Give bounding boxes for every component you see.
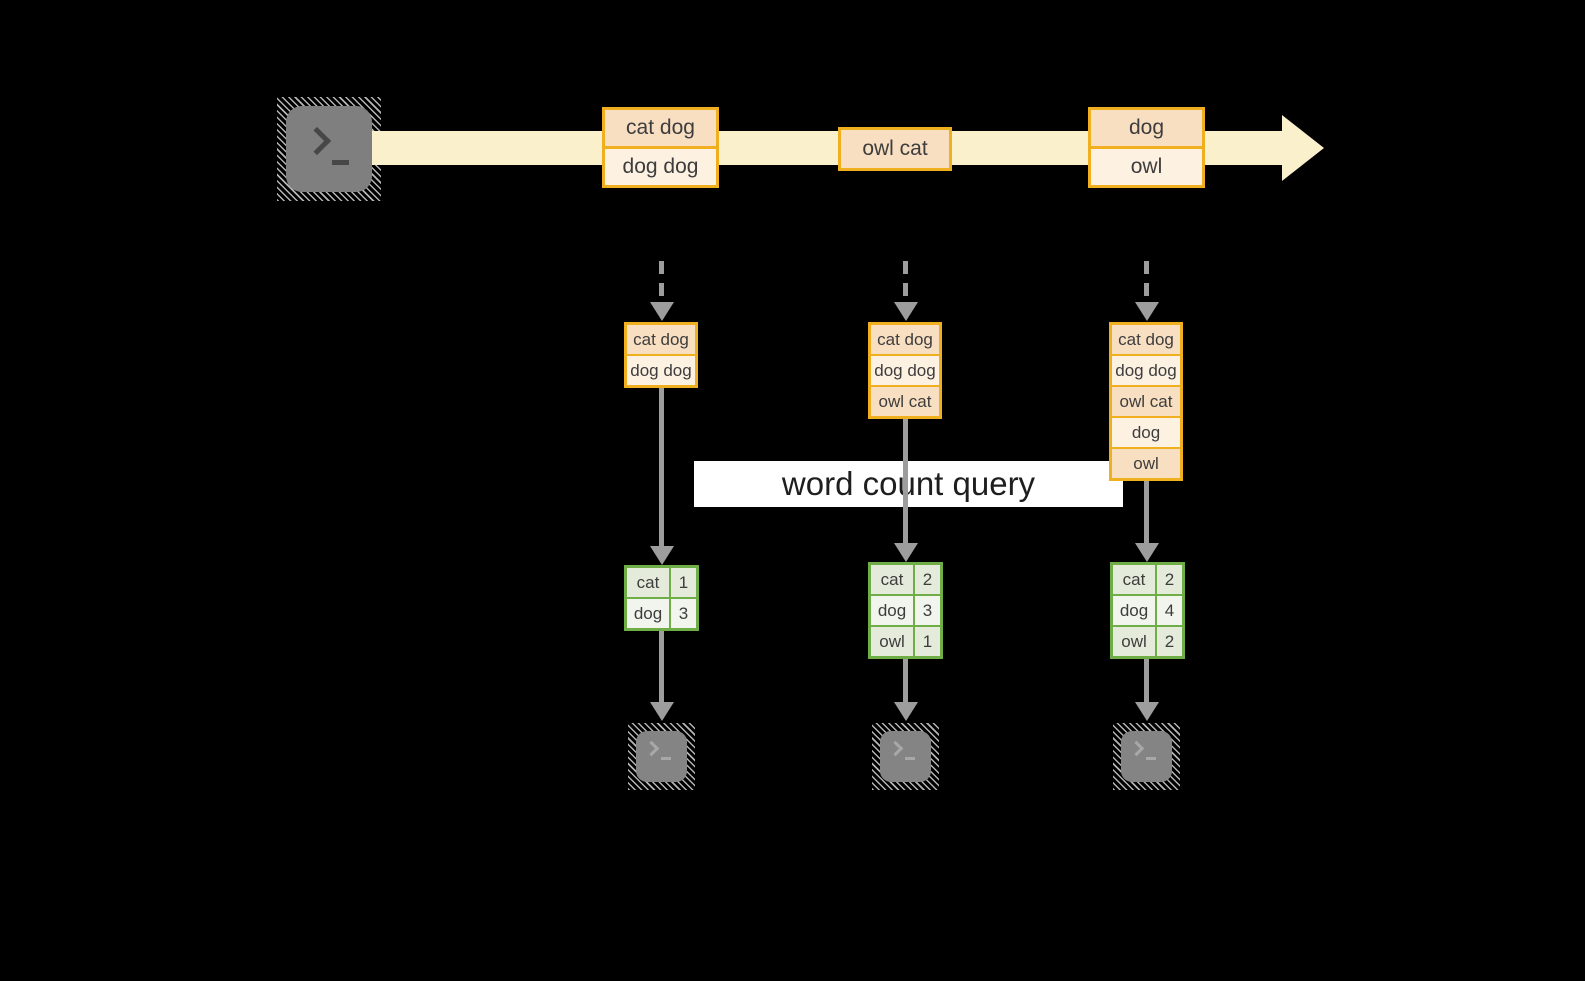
- state-row: owl: [1112, 449, 1180, 478]
- count-table-2: cat 2 dog 3 owl 1: [868, 562, 943, 659]
- prompt-underscore-icon: [1146, 757, 1156, 760]
- state-box-2: cat dog dog dog owl cat: [868, 322, 942, 419]
- word-cell: cat: [871, 565, 913, 594]
- dashed-arrowhead-icon: [1135, 302, 1159, 321]
- dashed-arrowhead-icon: [894, 302, 918, 321]
- terminal-body: [636, 731, 687, 782]
- event-line: dog: [1091, 110, 1202, 146]
- count-cell: 4: [1157, 596, 1182, 625]
- word-cell: dog: [627, 599, 669, 628]
- event-line: owl cat: [841, 130, 949, 168]
- arrowhead-icon: [894, 702, 918, 721]
- word-cell: owl: [1113, 627, 1155, 656]
- dashed-arrow-line: [903, 261, 908, 303]
- state-row: dog dog: [1112, 356, 1180, 385]
- state-row: dog dog: [871, 356, 939, 385]
- prompt-chevron-icon: [1128, 740, 1145, 757]
- dashed-arrow-line: [659, 261, 664, 303]
- sink-terminal-icon: [628, 723, 695, 790]
- arrowhead-icon: [894, 543, 918, 562]
- state-row: dog dog: [627, 356, 695, 385]
- count-cell: 1: [915, 627, 940, 656]
- source-terminal-icon: [277, 97, 381, 201]
- connector-line: [903, 659, 908, 702]
- state-row: owl cat: [1112, 387, 1180, 416]
- count-cell: 2: [1157, 627, 1182, 656]
- event-line: dog dog: [605, 149, 716, 185]
- state-row: dog: [1112, 418, 1180, 447]
- arrowhead-icon: [1135, 702, 1159, 721]
- word-cell: cat: [627, 568, 669, 597]
- count-cell: 2: [1157, 565, 1182, 594]
- prompt-chevron-icon: [302, 126, 332, 156]
- prompt-underscore-icon: [905, 757, 915, 760]
- prompt-underscore-icon: [332, 160, 349, 165]
- state-row: cat dog: [871, 325, 939, 354]
- state-box-1: cat dog dog dog: [624, 322, 698, 388]
- terminal-body: [286, 106, 372, 192]
- word-cell: owl: [871, 627, 913, 656]
- dashed-arrow-line: [1144, 261, 1149, 303]
- prompt-underscore-icon: [661, 757, 671, 760]
- state-row: cat dog: [1112, 325, 1180, 354]
- state-row: cat dog: [627, 325, 695, 354]
- connector-line: [659, 631, 664, 702]
- connector-line: [1144, 481, 1149, 543]
- terminal-body: [880, 731, 931, 782]
- event-box-batch-3: dog owl: [1088, 107, 1205, 188]
- count-cell: 3: [915, 596, 940, 625]
- word-cell: cat: [1113, 565, 1155, 594]
- state-box-3: cat dog dog dog owl cat dog owl: [1109, 322, 1183, 481]
- sink-terminal-icon: [1113, 723, 1180, 790]
- state-row: owl cat: [871, 387, 939, 416]
- connector-line: [903, 419, 908, 543]
- word-cell: dog: [871, 596, 913, 625]
- event-box-batch-2: owl cat: [838, 127, 952, 171]
- prompt-chevron-icon: [887, 740, 904, 757]
- connector-line: [659, 388, 664, 546]
- count-cell: 3: [671, 599, 696, 628]
- count-cell: 2: [915, 565, 940, 594]
- query-label-band: word count query: [694, 461, 1123, 507]
- event-box-batch-1: cat dog dog dog: [602, 107, 719, 188]
- count-table-3: cat 2 dog 4 owl 2: [1110, 562, 1185, 659]
- event-line: owl: [1091, 149, 1202, 185]
- prompt-chevron-icon: [643, 740, 660, 757]
- dashed-arrowhead-icon: [650, 302, 674, 321]
- count-table-1: cat 1 dog 3: [624, 565, 699, 631]
- stream-timeline-arrowhead-icon: [1282, 115, 1324, 181]
- count-cell: 1: [671, 568, 696, 597]
- query-label: word count query: [781, 465, 1036, 502]
- connector-line: [1144, 659, 1149, 702]
- word-cell: dog: [1113, 596, 1155, 625]
- arrowhead-icon: [650, 546, 674, 565]
- terminal-body: [1121, 731, 1172, 782]
- arrowhead-icon: [650, 702, 674, 721]
- sink-terminal-icon: [872, 723, 939, 790]
- event-line: cat dog: [605, 110, 716, 146]
- arrowhead-icon: [1135, 543, 1159, 562]
